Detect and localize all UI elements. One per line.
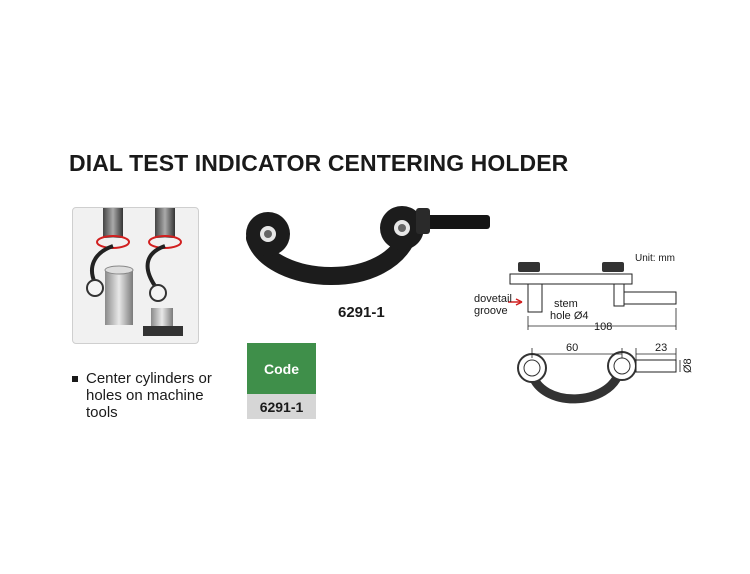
stem-label-line1: stem <box>554 298 578 310</box>
dimension-108: 108 <box>594 321 613 333</box>
holder-product-image <box>240 200 500 305</box>
code-table: Code 6291-1 <box>247 343 316 419</box>
dovetail-label: dovetail groove <box>474 293 512 317</box>
feature-text: Center cylinders or holes on machine too… <box>86 370 212 421</box>
model-number: 6291-1 <box>338 304 385 321</box>
page-title: DIAL TEST INDICATOR CENTERING HOLDER <box>69 150 569 176</box>
technical-drawing <box>470 258 695 413</box>
feature-list-item: Center cylinders or holes on machine too… <box>72 370 226 421</box>
dovetail-label-line1: dovetail <box>474 293 512 305</box>
dimension-23: 23 <box>655 342 668 354</box>
unit-label: Unit: mm <box>635 253 675 264</box>
code-value: 6291-1 <box>247 394 316 419</box>
dovetail-label-line2: groove <box>474 305 508 317</box>
dimension-60: 60 <box>566 342 579 354</box>
usage-photo <box>72 207 199 344</box>
code-header: Code <box>247 343 316 394</box>
bullet-icon <box>72 376 78 382</box>
stem-hole-label: stem hole Ø4 <box>550 298 589 322</box>
dimension-diameter-8: Ø8 <box>682 358 694 373</box>
stem-label-line2: hole Ø4 <box>550 310 589 322</box>
